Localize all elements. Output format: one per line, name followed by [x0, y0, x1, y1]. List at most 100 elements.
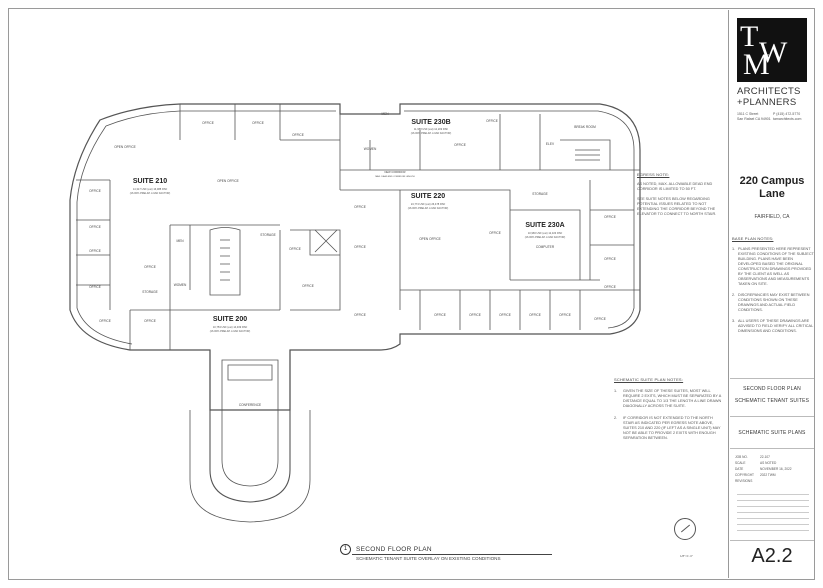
- room-label: OFFICE: [499, 313, 511, 317]
- suite-210-area: 14,317 USF (est) 16,088 RSF: [133, 187, 168, 191]
- project-title: 220 Campus Lane: [739, 175, 805, 200]
- suite-230b-factor: (16.00% PRELIM. LOAD FACTOR): [411, 131, 452, 135]
- sheet-name: SCHEMATIC SUITE PLANS: [738, 430, 806, 436]
- room-label: OFFICE: [529, 313, 541, 317]
- suite-230b-area: 11,958 USF (est) 12,209 RSF: [414, 127, 449, 131]
- suite-220-factor: (16.00% PRELIM. LOAD FACTOR): [408, 206, 449, 210]
- logo-mark: M: [743, 48, 770, 81]
- suite-220-area: 24,774 USF (est) 26,478 RSF: [411, 202, 446, 206]
- room-label: OFFICE: [99, 319, 111, 323]
- room-label: OFFICE: [144, 319, 156, 323]
- firm-logo: T W M: [737, 18, 807, 82]
- room-label: ELEV: [546, 142, 555, 146]
- schematic-suite-notes: SCHEMATIC SUITE PLAN NOTES: 1. GIVEN THE…: [614, 377, 724, 441]
- room-label: OFFICE: [89, 285, 101, 289]
- room-label: OFFICE: [354, 245, 366, 249]
- base-notes-heading: BASE PLAN NOTES:: [732, 236, 774, 241]
- suite-210-label: SUITE 210: [133, 178, 167, 185]
- project-city: FAIRFIELD, CA: [754, 214, 790, 220]
- revision-line: [737, 500, 809, 501]
- schematic-notes-heading: SCHEMATIC SUITE PLAN NOTES:: [614, 377, 684, 382]
- revision-line: [737, 518, 809, 519]
- room-label: STORAGE: [260, 233, 276, 237]
- logo-mark: W: [759, 36, 787, 69]
- room-label: OFFICE: [292, 133, 304, 137]
- room-label: OFFICE: [604, 257, 616, 261]
- plan-title-rule: [352, 554, 552, 555]
- room-label: WOMEN: [364, 147, 377, 151]
- divider: [730, 416, 814, 417]
- suite-200-factor: (16.00% PRELIM. LOAD FACTOR): [210, 329, 251, 333]
- suite-230a-area: 10,966 USF (est) 12,323 RSF: [528, 231, 563, 235]
- revision-line: [737, 524, 809, 525]
- room-label: OFFICE: [486, 119, 498, 123]
- divider: [730, 378, 814, 379]
- corridor-label: NEW CORRIDOR: [385, 170, 406, 174]
- room-label: MEN: [381, 112, 389, 116]
- sheet-number: A2.2: [751, 545, 793, 567]
- divider: [730, 540, 814, 541]
- note-item: 3. ALL USERS OF THESE DRAWINGS ARE ADVIS…: [732, 319, 814, 333]
- note-item: 2. IF CORRIDOR IS NOT EXTENDED TO THE NO…: [614, 416, 721, 440]
- meta-row: JOB NO.22-107: [735, 455, 770, 459]
- room-label: OFFICE: [594, 317, 606, 321]
- revision-line: [737, 512, 809, 513]
- north-arrow-icon: [674, 518, 696, 540]
- sheet-border: [8, 8, 815, 580]
- room-label: OFFICE: [604, 215, 616, 219]
- meta-row: REVISIONS: [735, 479, 753, 483]
- floor-plan: SUITE 210 14,317 USF (est) 16,088 RSF (1…: [40, 80, 650, 530]
- divider: [730, 448, 814, 449]
- note-item: 1. GIVEN THE SIZE OF THESE SUITES, MOST …: [614, 389, 722, 408]
- room-label: CONFERENCE: [239, 403, 261, 407]
- suite-230a-label: SUITE 230A: [525, 222, 564, 229]
- room-label: OFFICE: [144, 265, 156, 269]
- room-label: OFFICE: [302, 284, 314, 288]
- title-block: [728, 10, 814, 578]
- plan-scale: 1/8"=1'-0": [680, 554, 693, 558]
- room-label: OFFICE: [434, 313, 446, 317]
- firm-address: 1511 C Street San Rafael CA 94901 P (415…: [737, 112, 802, 121]
- room-label: OFFICE: [89, 249, 101, 253]
- room-label: BREAK ROOM: [574, 125, 596, 129]
- suite-230b-label: SUITE 230B: [411, 119, 450, 126]
- room-label: OFFICE: [604, 285, 616, 289]
- logo-mark: T: [740, 20, 758, 53]
- suite-210-factor: (16.00% PRELIM. LOAD FACTOR): [130, 191, 171, 195]
- plan-number-bubble: 1: [340, 544, 351, 555]
- room-label: STORAGE: [532, 192, 548, 196]
- note-item: 2. DISCREPANCIES MAY EXIST BETWEEN CONDI…: [732, 293, 810, 312]
- room-label: OFFICE: [454, 143, 466, 147]
- egress-para: SEE SUITE NOTES BELOW REGARDING POTENTIA…: [637, 197, 717, 216]
- room-label: OFFICE: [354, 313, 366, 317]
- egress-para: AS NOTED, MAX. ALLOWABLE DEAD END CORRID…: [637, 182, 713, 191]
- room-label: OPEN OFFICE: [419, 237, 441, 241]
- floor-plan-drawing: SUITE 210 14,317 USF (est) 16,088 RSF (1…: [69, 103, 641, 523]
- sheet-name: SECOND FLOOR PLAN: [743, 386, 801, 392]
- suite-230a-factor: (16.00% PRELIM. LOAD FACTOR): [525, 235, 566, 239]
- revision-line: [737, 506, 809, 507]
- suite-200-label: SUITE 200: [213, 316, 247, 323]
- suite-220-label: SUITE 220: [411, 193, 445, 200]
- room-label: OFFICE: [559, 313, 571, 317]
- room-label: OFFICE: [89, 225, 101, 229]
- suite-200-area: 10,753 USF (est) 14,469 RSF: [213, 325, 248, 329]
- egress-note: EGRESS NOTE: AS NOTED, MAX. ALLOWABLE DE…: [637, 172, 725, 217]
- firm-name: ARCHITECTS +PLANNERS: [737, 86, 801, 108]
- revision-line: [737, 530, 809, 531]
- room-label: OFFICE: [289, 247, 301, 251]
- room-label: OFFICE: [489, 231, 501, 235]
- revision-line: [737, 494, 809, 495]
- base-plan-notes: BASE PLAN NOTES: 1. PLANS PRESENTED HERE…: [732, 236, 814, 334]
- room-label: COMPUTER: [536, 245, 555, 249]
- room-label: OFFICE: [89, 189, 101, 193]
- room-label: OFFICE: [469, 313, 481, 317]
- room-label: OFFICE: [202, 121, 214, 125]
- room-label: OPEN OFFICE: [217, 179, 239, 183]
- room-label: STORAGE: [142, 290, 158, 294]
- firm-contact: P (415) 472-5770 tamarchitects.com: [773, 112, 802, 121]
